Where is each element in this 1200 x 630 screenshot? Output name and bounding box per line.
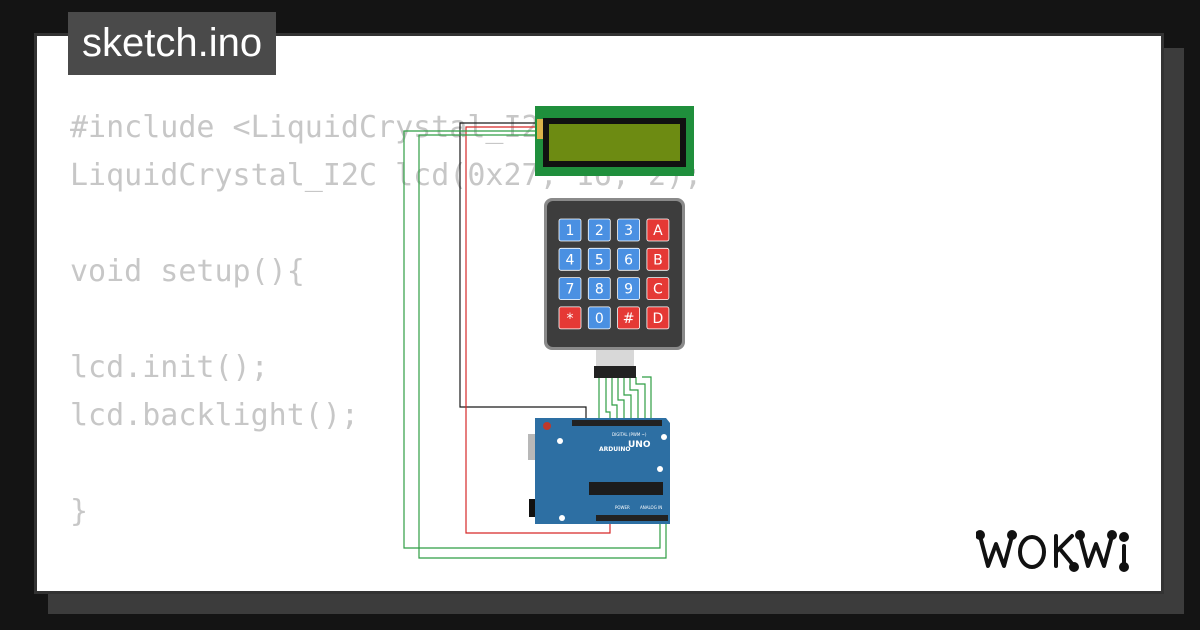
wokwi-logo	[976, 530, 1129, 572]
keypad-key-4[interactable]: 4	[558, 247, 582, 271]
analog-label: ANALOG IN	[640, 505, 662, 510]
wire-keypad	[642, 376, 652, 420]
keypad-key-label: D	[653, 311, 664, 327]
keypad-key-5[interactable]: 5	[587, 247, 611, 271]
keypad-key-2[interactable]: 2	[587, 218, 611, 242]
arduino-uno[interactable]: ARDUINO UNO DIGITAL (PWM ~) POWER ANALOG…	[528, 418, 670, 524]
power-label: POWER	[615, 505, 630, 510]
wire-keypad	[605, 377, 611, 420]
wire-black	[459, 122, 587, 420]
keypad-key-label: 0	[595, 311, 604, 327]
keypad-key-B[interactable]: B	[646, 247, 670, 271]
keypad[interactable]: 1 2 3 A 4 5 6 B 7 8 9 C * 0 # D	[544, 198, 685, 378]
keypad-key-label: 6	[624, 252, 633, 268]
keypad-key-label: 2	[595, 223, 604, 239]
keypad-key-7[interactable]: 7	[558, 277, 582, 301]
wire-red	[465, 126, 611, 534]
keypad-key-label: 5	[595, 252, 604, 268]
keypad-key-*[interactable]: *	[558, 306, 582, 330]
keypad-key-label: C	[653, 282, 663, 298]
keypad-key-6[interactable]: 6	[617, 247, 640, 271]
keypad-key-C[interactable]: C	[646, 277, 670, 301]
keypad-key-label: 7	[566, 282, 575, 298]
keypad-key-label: 4	[566, 252, 575, 268]
keypad-key-8[interactable]: 8	[587, 277, 611, 301]
digital-header	[572, 420, 662, 426]
digital-label: DIGITAL (PWM ~)	[612, 432, 647, 437]
code-line: void loop(){	[70, 584, 702, 591]
code-line: lcd.backlight();	[70, 398, 359, 433]
wire-green-sda	[403, 130, 661, 549]
wire-keypad	[635, 377, 646, 420]
keypad-key-#[interactable]: #	[617, 306, 640, 330]
keypad-keys: 1 2 3 A 4 5 6 B 7 8 9 C * 0 # D	[558, 218, 670, 330]
arduino-brand: ARDUINO	[599, 446, 630, 453]
keypad-key-0[interactable]: 0	[587, 306, 611, 330]
code-line: }	[70, 494, 89, 529]
keypad-key-D[interactable]: D	[646, 306, 670, 330]
lcd-display[interactable]	[535, 106, 694, 176]
keypad-key-label: 8	[595, 282, 604, 298]
keypad-key-9[interactable]: 9	[617, 277, 640, 301]
wire-keypad	[623, 377, 632, 420]
keypad-key-1[interactable]: 1	[558, 218, 582, 242]
wire-keypad	[617, 377, 625, 420]
code-line: void setup(){	[70, 254, 305, 289]
keypad-key-A[interactable]: A	[646, 218, 670, 242]
power-analog-header	[596, 515, 668, 521]
keypad-key-3[interactable]: 3	[617, 218, 640, 242]
wire-green-scl	[418, 134, 667, 559]
wire-keypad	[611, 377, 618, 420]
uno-label: UNO	[628, 440, 651, 450]
keypad-key-label: 3	[624, 223, 633, 239]
keypad-key-label: A	[653, 223, 663, 239]
wires	[403, 122, 667, 559]
wire-keypad	[629, 377, 639, 420]
keypad-key-label: 9	[624, 282, 633, 298]
code-line: lcd.init();	[70, 350, 269, 385]
keypad-key-label: #	[623, 311, 635, 327]
keypad-key-label: 1	[566, 223, 575, 239]
microcontroller-chip	[589, 482, 663, 495]
sketch-filename-tab: sketch.ino	[68, 12, 277, 75]
keypad-key-label: *	[567, 311, 574, 327]
keypad-key-label: B	[653, 252, 663, 268]
reset-button[interactable]	[543, 422, 551, 430]
